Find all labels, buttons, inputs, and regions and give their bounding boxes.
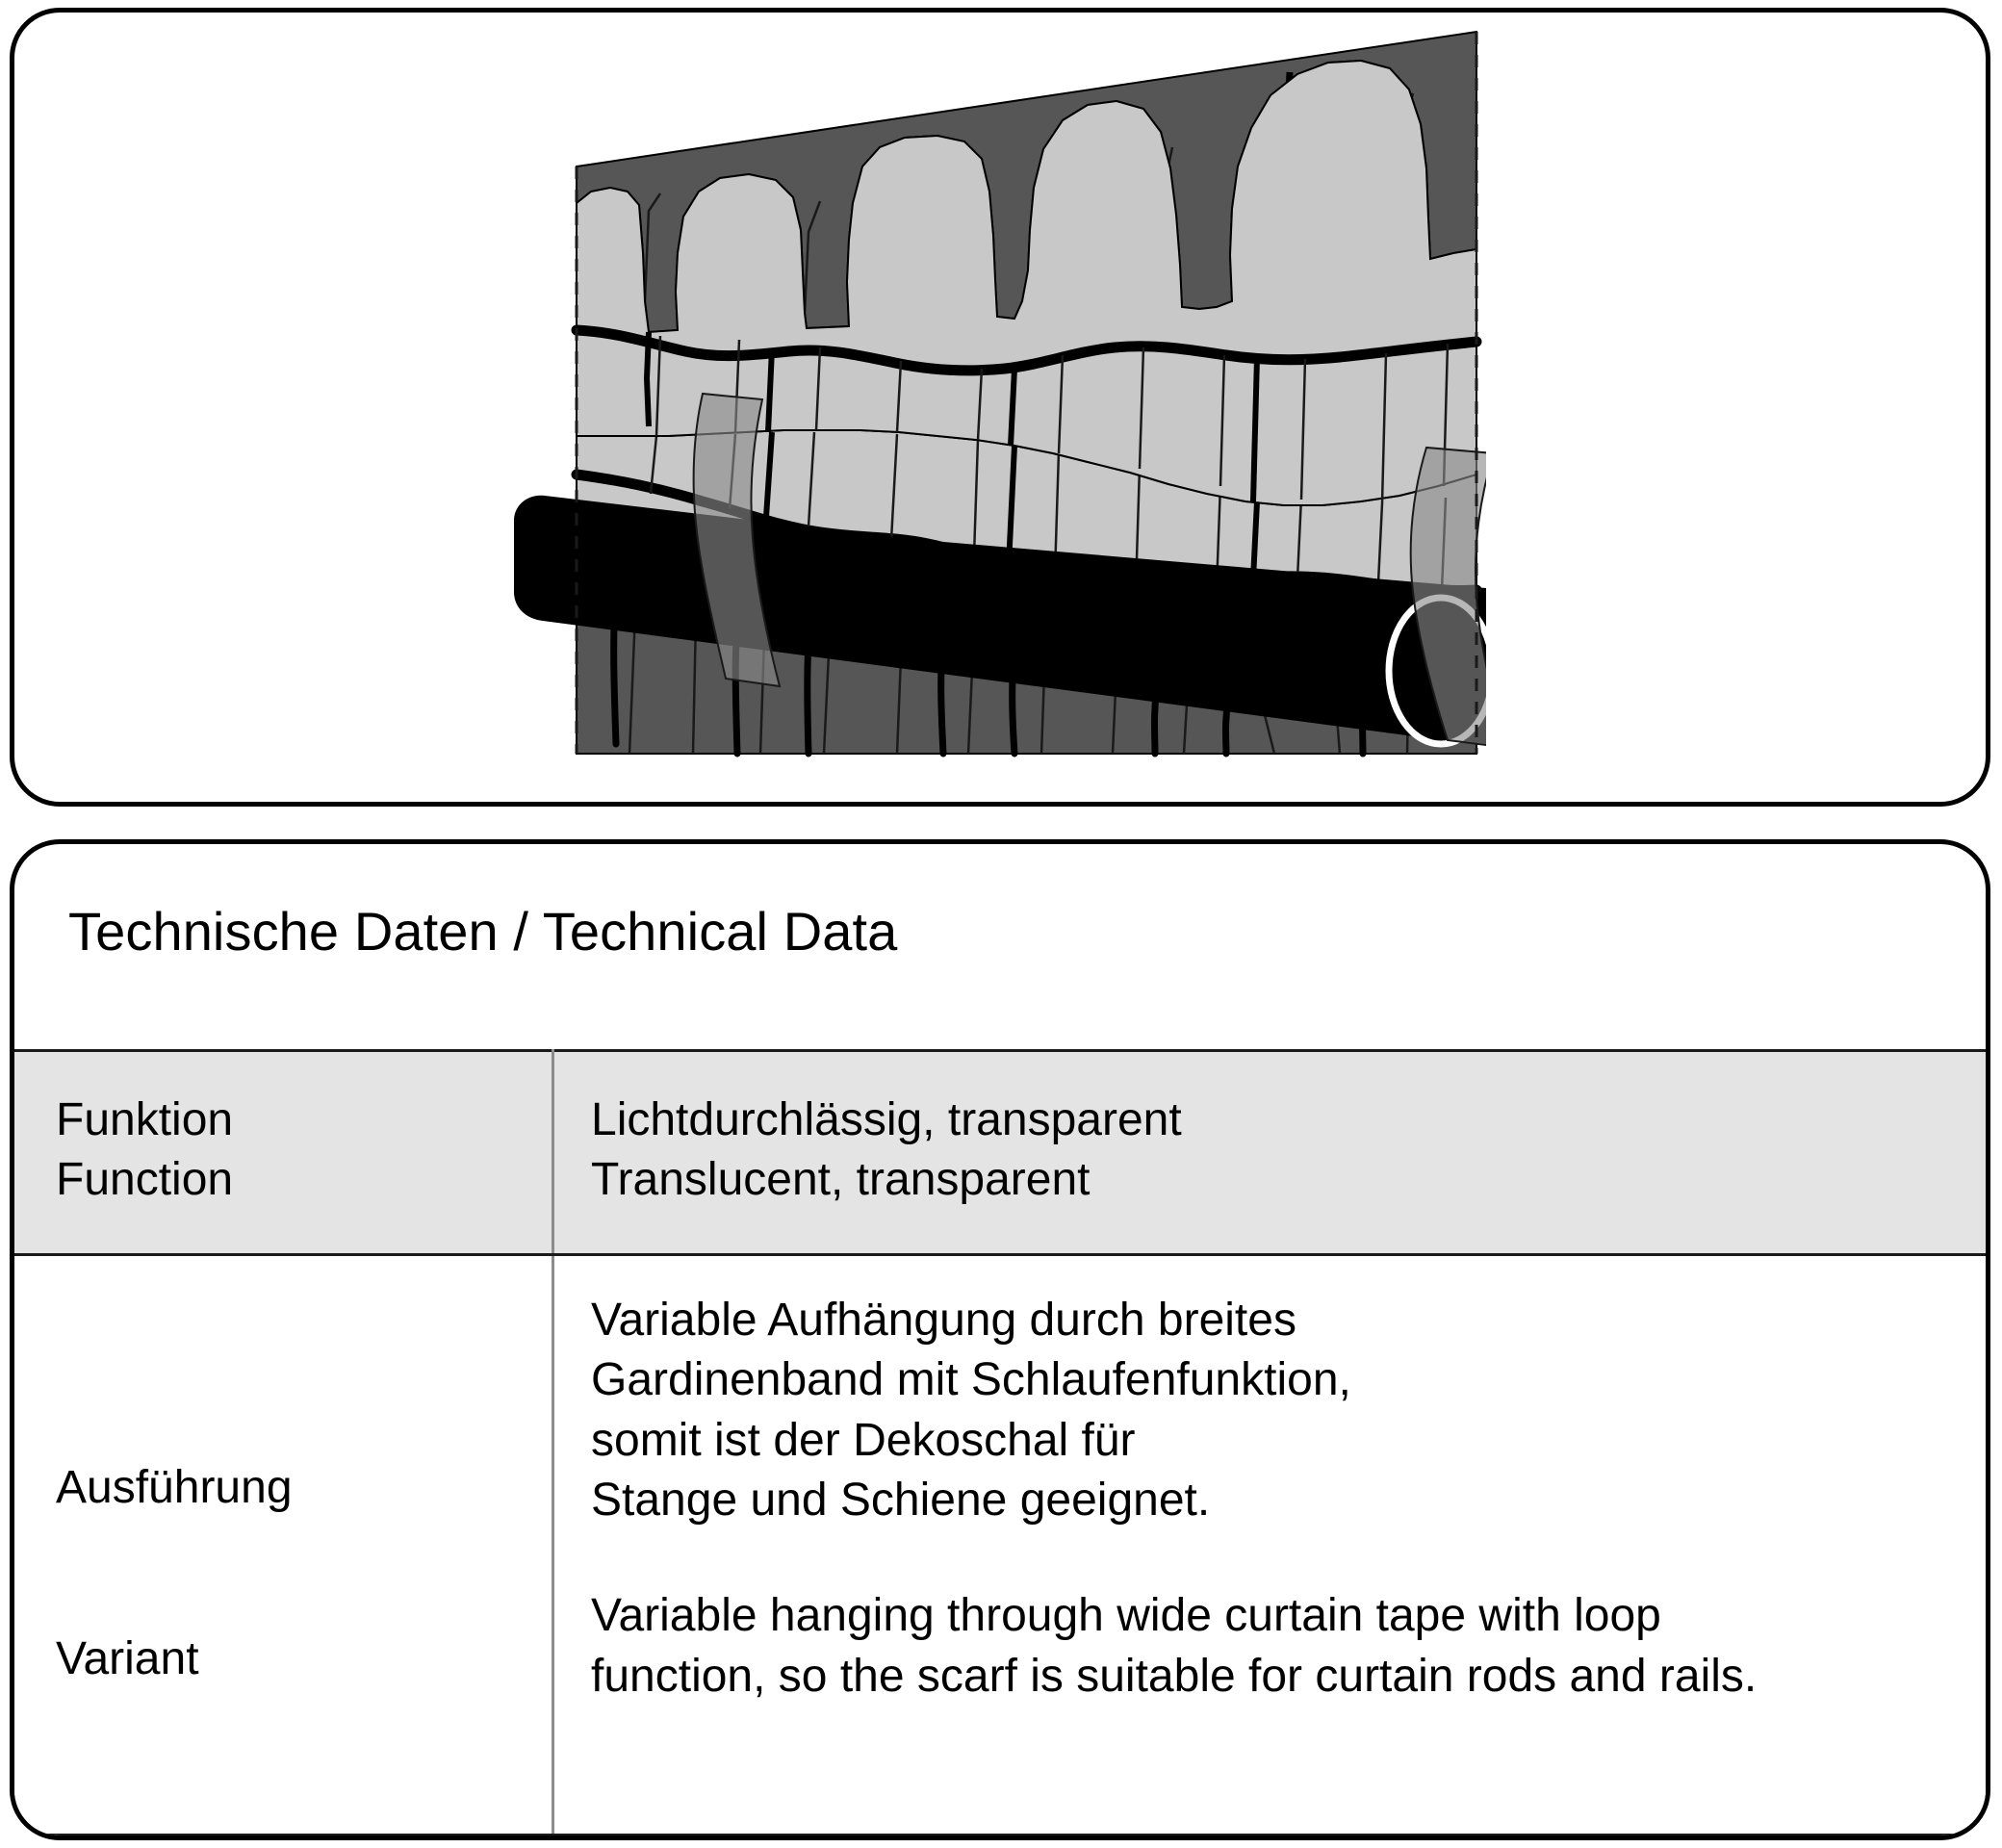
technical-data-panel: Technische Daten / Technical Data Funkti…	[10, 839, 1990, 1840]
row-value-de-line: Gardinenband mit Schlaufenfunktion,	[591, 1354, 1351, 1406]
front-pleat-overlaps	[643, 331, 652, 427]
fabric-edge-guides	[575, 32, 1478, 754]
row-label-en: Variant	[56, 1632, 199, 1684]
table-row: Ausführung Variant Variable Aufhängung d…	[14, 1254, 1986, 1835]
row-value-cell: Variable Aufhängung durch breites Gardin…	[552, 1254, 1986, 1835]
row-value-de-line: Lichtdurchlässig, transparent	[591, 1094, 1182, 1145]
curtain-tape-upper	[571, 59, 1482, 506]
row-value-de-line: Stange und Schiene geeignet.	[591, 1474, 1211, 1526]
row-value-en-line: Variable hanging through wide curtain ta…	[591, 1590, 1661, 1642]
row-label-cell: Funktion Function	[14, 1049, 554, 1256]
curtain-with-rod-illustration	[514, 30, 1486, 757]
row-label-cell: Ausführung Variant	[14, 1254, 554, 1835]
row-value-cell: Lichtdurchlässig, transparent Translucen…	[552, 1049, 1986, 1256]
row-label-en: Function	[56, 1154, 234, 1206]
row-value-de-paragraph: Variable Aufhängung durch breites Gardin…	[591, 1291, 1964, 1531]
row-value-en-paragraph: Variable hanging through wide curtain ta…	[591, 1586, 1964, 1707]
row-value-de-line: Variable Aufhängung durch breites	[591, 1294, 1296, 1346]
illustration-wrap	[14, 13, 1986, 802]
technical-data-table: Funktion Function Lichtdurchlässig, tran…	[14, 1049, 1986, 1835]
illustration-panel	[10, 8, 1990, 807]
table-row: Funktion Function Lichtdurchlässig, tran…	[14, 1049, 1986, 1256]
row-value-en-line: function, so the scarf is suitable for c…	[591, 1650, 1758, 1702]
row-label-de: Funktion	[56, 1094, 234, 1145]
row-label-de: Ausführung	[56, 1461, 293, 1513]
row-value-de-line: somit ist der Dekoschal für	[591, 1414, 1136, 1466]
technical-data-title: Technische Daten / Technical Data	[68, 901, 898, 962]
row-value-en-line: Translucent, transparent	[591, 1154, 1091, 1206]
